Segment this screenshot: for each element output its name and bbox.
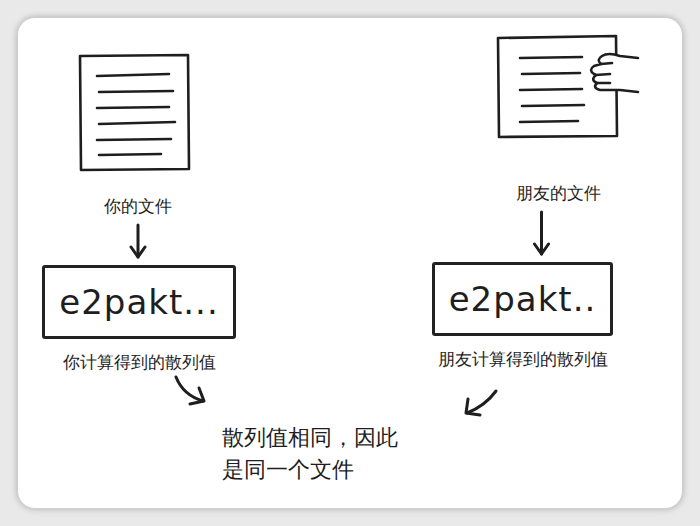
hash-box: e2pakt.. 朋友计算得到的散列值: [432, 262, 613, 370]
merge-arrow-right: [467, 391, 496, 413]
hash-caption: 朋友计算得到的散列值: [432, 348, 613, 370]
arrow-head: [190, 388, 204, 404]
hash-caption: 你计算得到的散列值: [42, 351, 236, 373]
hash-value: e2pakt..: [449, 279, 597, 319]
document-icon: [65, 50, 205, 175]
hash-frame: e2pakt...: [42, 265, 236, 339]
hash-frame: e2pakt..: [432, 262, 613, 336]
hash-box: e2pakt... 你计算得到的散列值: [42, 265, 236, 373]
arrow-head: [466, 399, 480, 415]
flow-arrow: [131, 225, 145, 257]
flow-arrow: [535, 212, 549, 254]
conclusion-note: 散列值相同，因此 是同一个文件: [222, 422, 411, 486]
document-node: 朋友的文件: [470, 32, 646, 204]
file-caption: 你的文件: [65, 195, 211, 217]
document-held-icon: [470, 32, 640, 144]
document-node: 你的文件: [65, 50, 211, 217]
hash-value: e2pakt...: [59, 282, 218, 322]
file-caption: 朋友的文件: [470, 182, 646, 204]
